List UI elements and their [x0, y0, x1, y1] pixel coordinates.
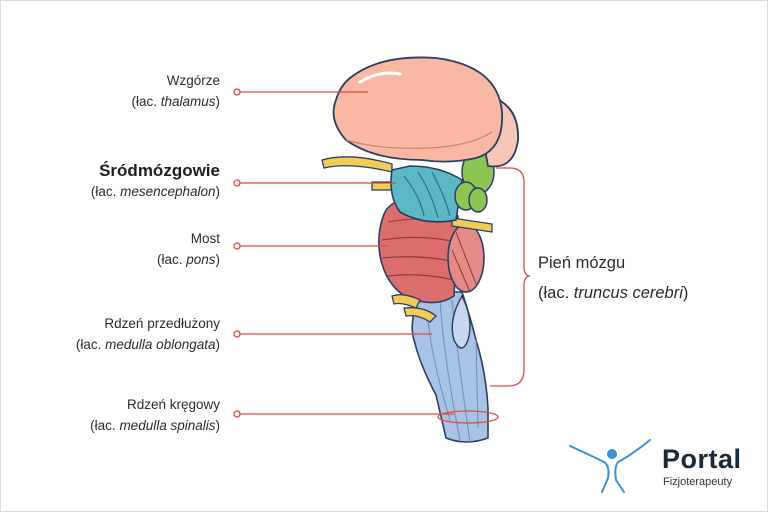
logo-subtitle: Fizjoterapeuty: [663, 476, 733, 488]
midbrain-label: Śródmózgowie (łac. mesencephalon): [91, 160, 220, 202]
brainstem-name: Pień mózgu: [538, 254, 626, 272]
latin-suffix: ): [215, 94, 221, 109]
cranial-nerves: [321, 156, 493, 323]
latin-prefix: (łac.: [75, 337, 106, 352]
logo-figure-icon: [569, 439, 651, 493]
thalamus-latin: thalamus: [160, 94, 216, 109]
medulla-latin-line: (łac. medulla oblongata): [76, 334, 220, 355]
latin-suffix: ): [682, 284, 689, 302]
midbrain-name: Śródmózgowie: [99, 161, 220, 180]
leader-lines: [233, 88, 531, 424]
spinal-cord-latin: medulla spinalis: [119, 418, 216, 433]
latin-prefix: (łac.: [538, 284, 574, 302]
midbrain-latin: mesencephalon: [120, 184, 216, 199]
brainstem-latin-line: (łac. truncus cerebri): [538, 278, 688, 308]
latin-suffix: ): [215, 184, 221, 199]
thalamus-label: Wzgórze (łac. thalamus): [131, 70, 220, 112]
olive-shape: [451, 294, 471, 349]
latin-prefix: (łac.: [90, 418, 120, 433]
latin-suffix: ): [215, 337, 221, 352]
latin-prefix: (łac.: [156, 252, 187, 267]
thalamus-latin-line: (łac. thalamus): [131, 91, 220, 112]
medulla-name: Rdzeń przedłużony: [104, 316, 220, 331]
spinal-cord-latin-line: (łac. medulla spinalis): [90, 415, 220, 436]
spinal-cord-name: Rdzeń kręgowy: [126, 397, 220, 412]
latin-suffix: ): [215, 252, 221, 267]
thalamus-shape: [332, 56, 519, 168]
pons-name: Most: [190, 231, 220, 246]
thalamus-name: Wzgórze: [166, 73, 220, 88]
pons-latin-line: (łac. pons): [157, 249, 220, 270]
latin-prefix: (łac.: [131, 94, 161, 109]
pons-label: Most (łac. pons): [157, 228, 220, 270]
medulla-label: Rdzeń przedłużony (łac. medulla oblongat…: [76, 313, 220, 355]
spinal-cord-label: Rdzeń kręgowy (łac. medulla spinalis): [90, 394, 220, 436]
medulla-latin: medulla oblongata: [105, 337, 216, 352]
latin-suffix: ): [215, 418, 221, 433]
pons-latin: pons: [186, 252, 216, 267]
geniculate-bodies: [454, 149, 495, 213]
midbrain-latin-line: (łac. mesencephalon): [91, 181, 220, 202]
brainstem-latin: truncus cerebri: [573, 284, 683, 302]
midbrain-shape: [390, 165, 463, 223]
latin-prefix: (łac.: [90, 184, 121, 199]
portal-logo: Portal Fizjoterapeuty: [562, 436, 762, 496]
brainstem-label: Pień mózgu (łac. truncus cerebri): [538, 248, 688, 308]
logo-name: Portal: [662, 444, 742, 474]
